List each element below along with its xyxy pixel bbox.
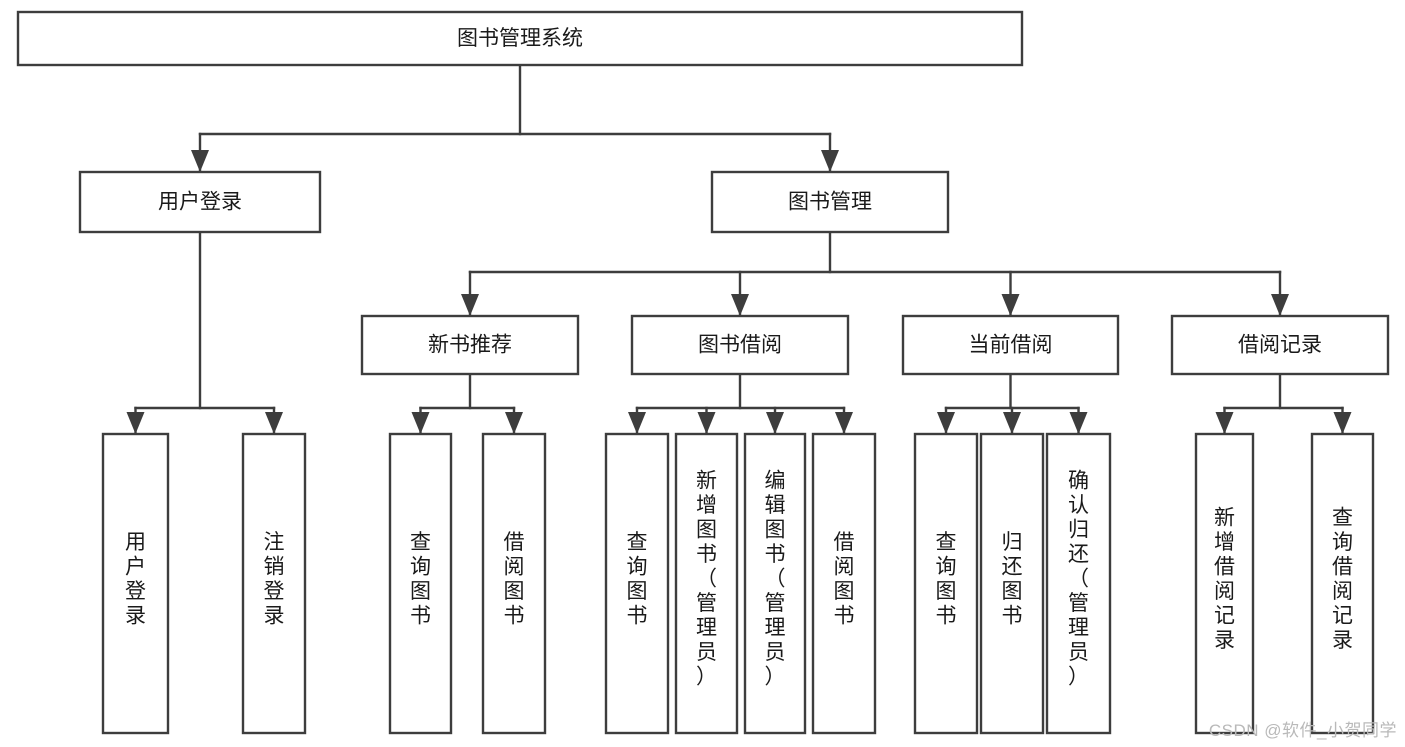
arrow-head-icon bbox=[411, 412, 430, 434]
node-leaf-0-用户登录[interactable]: 用户登录 bbox=[101, 432, 170, 735]
node-label: 新增借阅记录 bbox=[1214, 506, 1235, 652]
node-l3-借阅记录[interactable]: 借阅记录 bbox=[1170, 314, 1390, 376]
nodes-layer: 图书管理系统用户登录图书管理新书推荐图书借阅当前借阅借阅记录用户登录注销登录查询… bbox=[16, 10, 1390, 735]
node-leaf-2-查询图书[interactable]: 查询图书 bbox=[388, 432, 453, 735]
node-leaf-10-确认归还管理员[interactable]: 确认归还（管理员） bbox=[1045, 432, 1112, 735]
arrow-head-icon bbox=[191, 150, 209, 172]
node-label: 借阅图书 bbox=[504, 531, 525, 628]
node-leaf-3-借阅图书[interactable]: 借阅图书 bbox=[481, 432, 547, 735]
arrow-head-icon bbox=[835, 412, 853, 434]
arrow-head-icon bbox=[126, 412, 145, 434]
node-l2-用户登录[interactable]: 用户登录 bbox=[78, 170, 322, 234]
node-leaf-1-注销登录[interactable]: 注销登录 bbox=[241, 432, 307, 735]
node-leaf-5-新增图书管理员[interactable]: 新增图书（管理员） bbox=[674, 432, 739, 735]
node-label: 新书推荐 bbox=[428, 334, 512, 357]
node-label: 当前借阅 bbox=[969, 334, 1053, 357]
node-root-图书管理系统[interactable]: 图书管理系统 bbox=[16, 10, 1024, 67]
arrow-head-icon bbox=[628, 412, 646, 434]
node-leaf-4-查询图书[interactable]: 查询图书 bbox=[604, 432, 670, 735]
node-label: 用户登录 bbox=[125, 531, 146, 628]
arrow-head-icon bbox=[1271, 294, 1289, 316]
arrow-head-icon bbox=[731, 294, 749, 316]
arrow-head-icon bbox=[1003, 412, 1021, 434]
arrow-head-icon bbox=[821, 150, 839, 172]
node-l3-新书推荐[interactable]: 新书推荐 bbox=[360, 314, 580, 376]
arrow-head-icon bbox=[1069, 412, 1088, 434]
arrow-head-icon bbox=[697, 412, 716, 434]
node-l3-图书借阅[interactable]: 图书借阅 bbox=[630, 314, 850, 376]
node-leaf-6-编辑图书管理员[interactable]: 编辑图书（管理员） bbox=[743, 432, 807, 735]
node-label: 新增图书（管理员） bbox=[696, 470, 717, 689]
connectors-layer bbox=[126, 63, 1352, 436]
node-label: 借阅图书 bbox=[834, 531, 855, 628]
node-l2-图书管理[interactable]: 图书管理 bbox=[710, 170, 950, 234]
node-label: 注销登录 bbox=[264, 531, 285, 628]
arrow-head-icon bbox=[265, 412, 283, 434]
arrow-head-icon bbox=[505, 412, 523, 434]
arrow-head-icon bbox=[766, 412, 784, 434]
node-label: 查询图书 bbox=[410, 531, 431, 628]
node-label: 借阅记录 bbox=[1238, 334, 1322, 357]
node-leaf-8-查询图书[interactable]: 查询图书 bbox=[913, 432, 979, 735]
node-label: 查询图书 bbox=[936, 531, 957, 628]
node-leaf-7-借阅图书[interactable]: 借阅图书 bbox=[811, 432, 877, 735]
node-label: 归还图书 bbox=[1002, 531, 1023, 628]
arrow-head-icon bbox=[1001, 294, 1020, 316]
arrow-head-icon bbox=[461, 294, 479, 316]
node-leaf-12-查询借阅记录[interactable]: 查询借阅记录 bbox=[1310, 432, 1375, 735]
arrow-head-icon bbox=[1333, 412, 1352, 434]
node-label: 确认归还（管理员） bbox=[1068, 470, 1089, 689]
node-label: 编辑图书（管理员） bbox=[765, 470, 786, 689]
node-leaf-11-新增借阅记录[interactable]: 新增借阅记录 bbox=[1194, 432, 1255, 735]
node-label: 查询借阅记录 bbox=[1332, 506, 1353, 652]
node-l3-当前借阅[interactable]: 当前借阅 bbox=[901, 314, 1120, 376]
node-label: 图书借阅 bbox=[698, 334, 782, 357]
arrow-head-icon bbox=[937, 412, 955, 434]
node-label: 查询图书 bbox=[627, 531, 648, 628]
node-label: 用户登录 bbox=[158, 191, 242, 214]
arrow-head-icon bbox=[1215, 412, 1234, 434]
node-leaf-9-归还图书[interactable]: 归还图书 bbox=[979, 432, 1045, 735]
node-label: 图书管理系统 bbox=[457, 27, 583, 50]
node-label: 图书管理 bbox=[788, 191, 872, 214]
